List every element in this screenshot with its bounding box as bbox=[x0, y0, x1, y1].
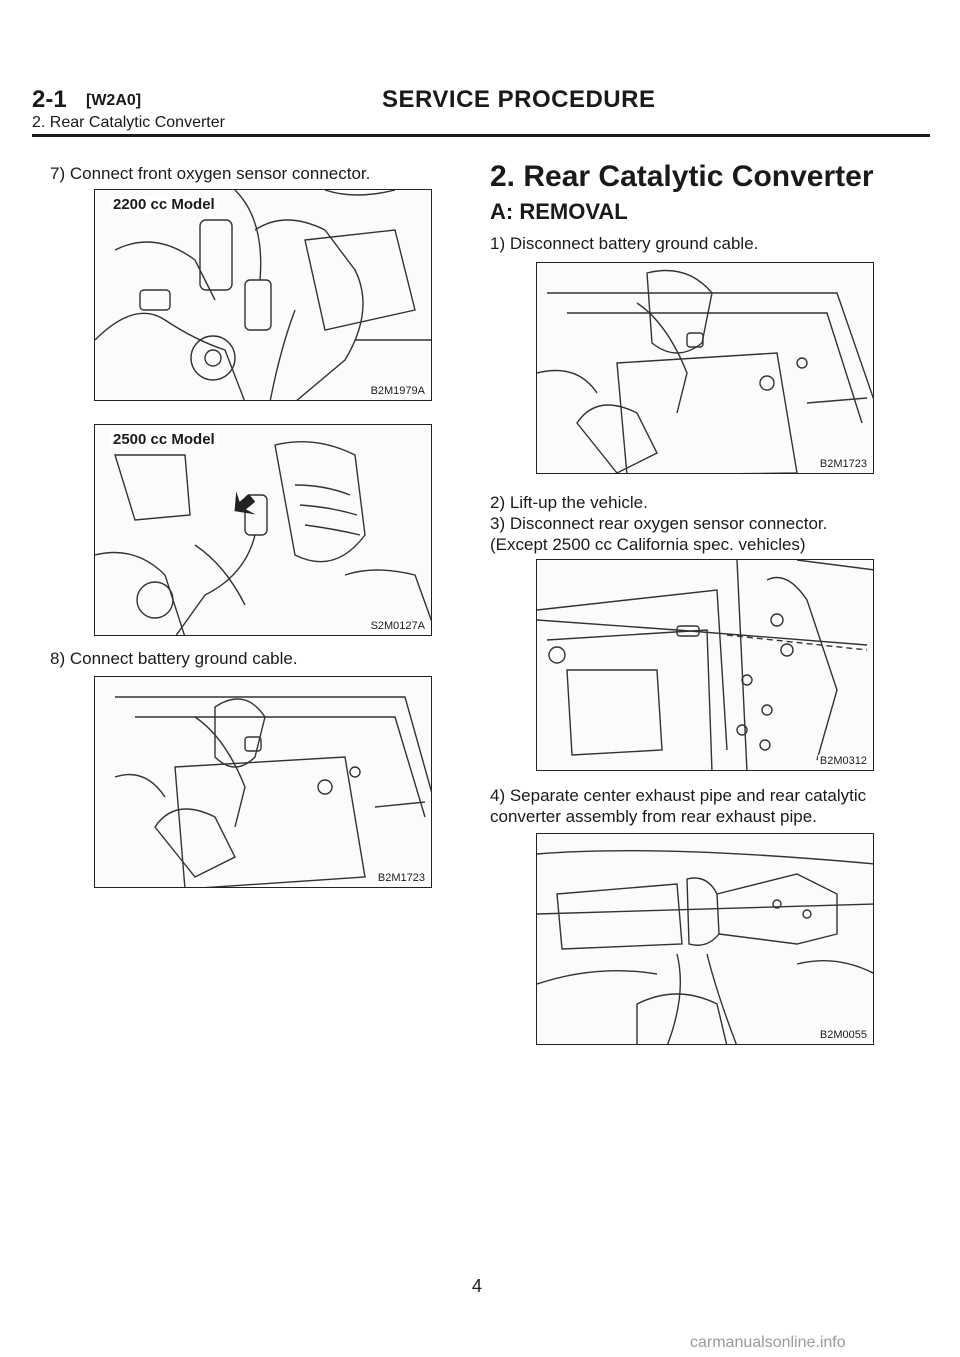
section-subtitle: 2. Rear Catalytic Converter bbox=[32, 114, 225, 131]
section-number: 2-1 bbox=[32, 86, 67, 113]
step-7-text: 7) Connect front oxygen sensor connector… bbox=[50, 164, 371, 183]
exhaust-illustration bbox=[537, 849, 873, 1044]
step-8-text: 8) Connect battery ground cable. bbox=[50, 649, 298, 668]
step-4-text-line1: 4) Separate center exhaust pipe and rear… bbox=[490, 786, 867, 805]
figure-battery-cable-removal: B2M1723 bbox=[536, 262, 874, 474]
page-number: 4 bbox=[472, 1276, 483, 1296]
engine-bay-illustration bbox=[95, 441, 431, 635]
underbody-illustration bbox=[537, 560, 873, 770]
step-1-text: 1) Disconnect battery ground cable. bbox=[490, 234, 759, 253]
step-2-text: 2) Lift-up the vehicle. bbox=[490, 493, 648, 512]
figure-2500cc-connector: 2500 cc Model S2M0127A bbox=[94, 424, 432, 636]
figure-code: B2M1723 bbox=[817, 458, 869, 470]
section-code: [W2A0] bbox=[86, 92, 142, 109]
section-heading: 2. Rear Catalytic Converter bbox=[490, 160, 874, 193]
watermark: carmanualsonline.info bbox=[690, 1334, 846, 1351]
figure-battery-cable: B2M1723 bbox=[94, 676, 432, 888]
header-rule bbox=[32, 134, 930, 137]
figure-exhaust-separation: B2M0055 bbox=[536, 833, 874, 1045]
figure-code: S2M0127A bbox=[368, 620, 427, 632]
battery-illustration bbox=[537, 269, 873, 473]
section-title: SERVICE PROCEDURE bbox=[382, 86, 656, 113]
figure-rear-oxygen-sensor: B2M0312 bbox=[536, 559, 874, 771]
figure-code: B2M0055 bbox=[817, 1029, 869, 1041]
figure-label: 2500 cc Model bbox=[111, 431, 217, 448]
figure-code: B2M1723 bbox=[375, 872, 427, 884]
engine-bay-illustration bbox=[95, 190, 431, 400]
step-4-text-line2: converter assembly from rear exhaust pip… bbox=[490, 807, 817, 826]
subsection-heading: A: REMOVAL bbox=[490, 199, 628, 224]
figure-code: B2M1979A bbox=[368, 385, 427, 397]
figure-2200cc-connector: 2200 cc Model B2M1979A bbox=[94, 189, 432, 401]
figure-label: 2200 cc Model bbox=[111, 196, 217, 213]
step-3-text-line1: 3) Disconnect rear oxygen sensor connect… bbox=[490, 514, 828, 533]
step-3-text-line2: (Except 2500 cc California spec. vehicle… bbox=[490, 535, 806, 554]
figure-code: B2M0312 bbox=[817, 755, 869, 767]
battery-illustration bbox=[114, 696, 431, 887]
page-header: 2-1 [W2A0] SERVICE PROCEDURE 2. Rear Cat… bbox=[32, 86, 932, 138]
